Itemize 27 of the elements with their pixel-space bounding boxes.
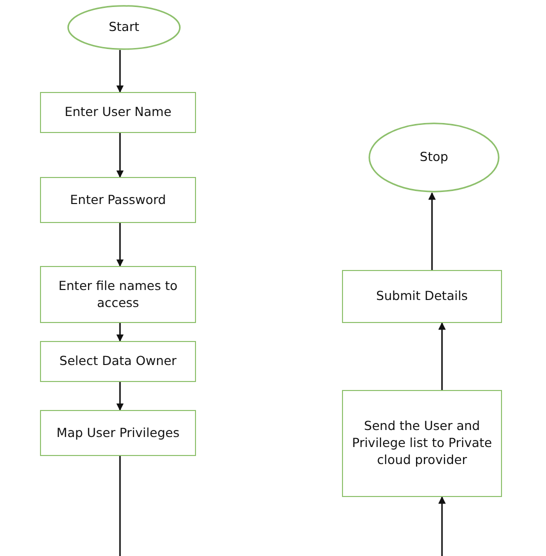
arrow: [116, 133, 124, 178]
terminal-ellipse: [67, 5, 181, 50]
arrow: [116, 323, 124, 342]
node-label: Enter Password: [69, 192, 167, 208]
node-label: Map User Privileges: [56, 424, 180, 442]
arrow: [438, 322, 446, 390]
arrow: [116, 382, 124, 411]
process-box: [40, 410, 196, 456]
node-label: Select Data Owner: [58, 353, 178, 370]
node-label: Stop: [418, 149, 450, 166]
node-label: Send the User and Privilege list to Private cloud provider: [351, 418, 493, 469]
process-box: [40, 341, 196, 382]
node-label: Submit Details: [375, 288, 469, 305]
arrow: [428, 192, 436, 270]
arrow: [116, 50, 124, 93]
connector-line: [119, 456, 121, 556]
arrow: [116, 223, 124, 267]
terminal-ellipse: [368, 122, 500, 193]
process-box: [40, 266, 196, 323]
node-label: Enter User Name: [64, 104, 172, 121]
process-box: [40, 177, 196, 223]
process-box: [342, 270, 502, 323]
node-label: Enter file names to access: [57, 278, 179, 312]
arrow: [438, 496, 446, 556]
process-box: [40, 92, 196, 133]
process-box: [342, 390, 502, 497]
node-label: Start: [108, 19, 140, 36]
